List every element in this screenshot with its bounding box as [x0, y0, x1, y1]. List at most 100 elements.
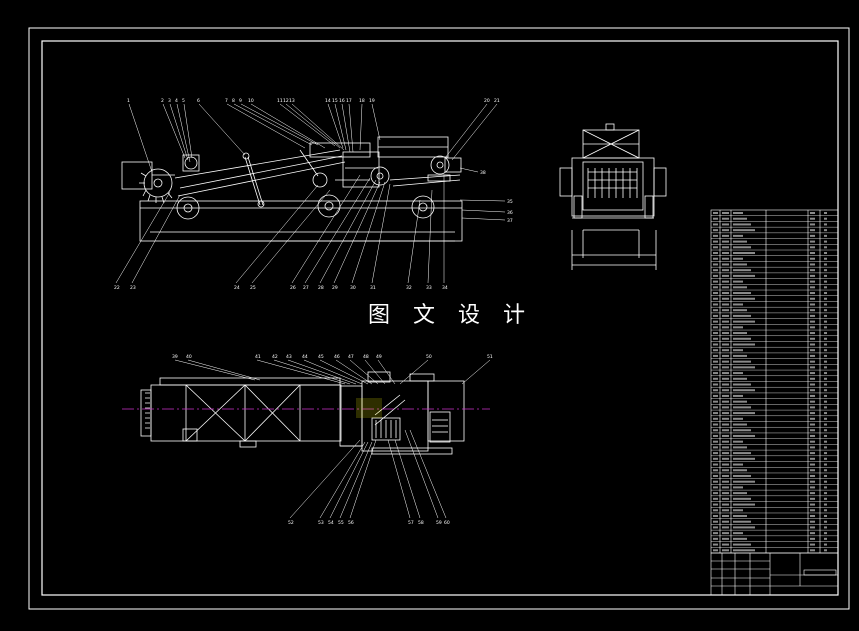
parts-row-mark [810, 423, 815, 426]
parts-row-mark [722, 252, 729, 255]
parts-row-mark [810, 514, 815, 517]
parts-row-mark [713, 372, 718, 375]
parts-row-mark [810, 394, 815, 397]
parts-row-mark [733, 372, 743, 375]
parts-row-mark [824, 269, 827, 272]
svg-text:21: 21 [494, 98, 500, 104]
svg-text:3: 3 [168, 98, 171, 104]
parts-row-mark [810, 314, 815, 317]
parts-row-mark [713, 429, 718, 432]
parts-row-mark [722, 469, 729, 472]
svg-text:51: 51 [487, 354, 493, 360]
parts-row-mark [824, 463, 827, 466]
parts-row-mark [824, 234, 827, 237]
parts-row-mark [722, 337, 729, 340]
parts-row-mark [713, 446, 718, 449]
svg-text:39: 39 [172, 354, 178, 360]
parts-row-mark [810, 434, 815, 437]
parts-row-mark [824, 509, 827, 512]
parts-row-mark [810, 354, 815, 357]
svg-text:60: 60 [444, 520, 450, 526]
parts-row-mark [733, 526, 755, 529]
parts-row-mark [824, 429, 827, 432]
parts-row-mark [810, 212, 815, 215]
parts-row-mark [713, 354, 718, 357]
svg-text:59: 59 [436, 520, 442, 526]
parts-row-mark [722, 417, 729, 420]
parts-row-mark [824, 263, 827, 266]
parts-row-mark [824, 337, 827, 340]
parts-row-mark [713, 332, 718, 335]
parts-row-mark [722, 217, 729, 220]
svg-text:6: 6 [197, 98, 200, 104]
parts-row-mark [713, 400, 718, 403]
parts-row-mark [810, 372, 815, 375]
svg-text:35: 35 [507, 199, 513, 205]
parts-row-mark [810, 457, 815, 460]
parts-row-mark [824, 252, 827, 255]
parts-row-mark [810, 320, 815, 323]
parts-row-mark [824, 474, 827, 477]
parts-row-mark [722, 423, 729, 426]
parts-row-mark [713, 212, 718, 215]
parts-row-mark [722, 263, 729, 266]
parts-row-mark [713, 549, 718, 552]
svg-text:23: 23 [130, 285, 136, 291]
parts-row-mark [722, 377, 729, 380]
svg-text:27: 27 [303, 285, 309, 291]
parts-row-mark [824, 452, 827, 455]
parts-row-mark [733, 303, 743, 306]
parts-row-mark [810, 337, 815, 340]
parts-row-mark [713, 452, 718, 455]
parts-row-mark [722, 452, 729, 455]
parts-row-mark [713, 223, 718, 226]
parts-row-mark [722, 274, 729, 277]
parts-row-mark [713, 240, 718, 243]
parts-row-mark [824, 457, 827, 460]
parts-row-mark [733, 514, 747, 517]
parts-row-mark [810, 280, 815, 283]
parts-row-mark [722, 406, 729, 409]
parts-row-mark [810, 349, 815, 352]
parts-row-mark [733, 332, 747, 335]
svg-text:25: 25 [250, 285, 256, 291]
parts-row-mark [824, 383, 827, 386]
svg-text:56: 56 [348, 520, 354, 526]
title-block [710, 552, 839, 596]
parts-row-mark [824, 543, 827, 546]
parts-row-mark [733, 320, 755, 323]
end-view [559, 123, 667, 270]
svg-text:10: 10 [248, 98, 254, 104]
parts-row-mark [810, 234, 815, 237]
parts-row-mark [824, 497, 827, 500]
svg-text:32: 32 [406, 285, 412, 291]
plan-bottom-leaders [289, 429, 447, 519]
parts-row-mark [713, 412, 718, 415]
svg-text:19: 19 [369, 98, 375, 104]
parts-row-mark [713, 297, 718, 300]
svg-text:7: 7 [225, 98, 228, 104]
parts-row-mark [733, 257, 743, 260]
parts-row-mark [733, 217, 747, 220]
svg-text:1: 1 [127, 98, 130, 104]
parts-row-mark [824, 434, 827, 437]
parts-row-mark [733, 452, 751, 455]
svg-text:33: 33 [426, 285, 432, 291]
parts-row-mark [722, 394, 729, 397]
parts-row-mark [733, 463, 743, 466]
parts-row-mark [824, 292, 827, 295]
svg-text:37: 37 [507, 218, 513, 224]
parts-row-mark [722, 526, 729, 529]
parts-row-mark [733, 440, 743, 443]
parts-row-mark [810, 412, 815, 415]
parts-row-mark [824, 303, 827, 306]
parts-row-mark [733, 269, 751, 272]
parts-row-mark [722, 343, 729, 346]
parts-row-mark [824, 492, 827, 495]
parts-row-mark [733, 537, 747, 540]
parts-row-mark [810, 429, 815, 432]
parts-row-mark [733, 212, 743, 215]
parts-row-mark [713, 246, 718, 249]
